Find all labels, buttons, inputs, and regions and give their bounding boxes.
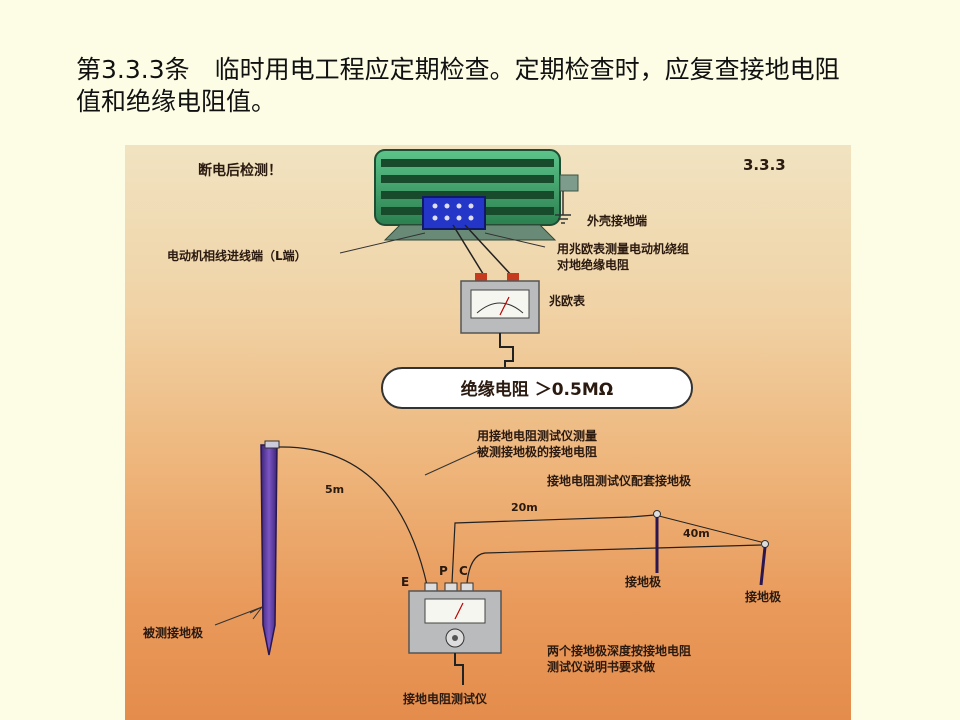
megger-output-wire	[499, 333, 514, 375]
auxiliary-ground-rod-1	[653, 510, 661, 573]
distance-40m: 40m	[683, 527, 710, 540]
terminal-p-label: P	[439, 564, 448, 578]
diagram-panel: 断电后检测！ 3.3.3 外壳接地端 电动机相线进线端（L端） 用兆欧表测量电动…	[125, 145, 851, 720]
leader-line	[339, 232, 426, 254]
p-lead-wire	[451, 514, 656, 584]
megger-lead	[452, 224, 486, 278]
tester-note-line-1: 用接地电阻测试仪测量	[476, 428, 597, 443]
leader-line	[424, 449, 481, 476]
e-lead-wire	[278, 446, 432, 591]
insulation-result-bubble	[381, 367, 693, 409]
insulation-result-text: 绝缘电阻 ＞0.5MΩ	[461, 379, 613, 400]
section-number: 3.3.3	[743, 156, 786, 174]
leader-line	[484, 232, 546, 248]
terminal-e-label: E	[401, 575, 409, 589]
article-heading: 第3.3.3条 临时用电工程应定期检查。定期检查时，应复查接地电阻 值和绝缘电阻…	[76, 54, 916, 118]
ground-resistance-tester	[408, 582, 502, 654]
tester-label: 接地电阻测试仪	[403, 691, 488, 706]
tested-ground-rod	[260, 440, 280, 656]
matching-rods-label: 接地电阻测试仪配套接地极	[547, 473, 692, 488]
megger-lead	[464, 224, 514, 278]
tested-rod-label: 被测接地极	[143, 625, 204, 640]
motor-terminal-label: 电动机相线进线端（L端）	[167, 248, 307, 263]
c-lead-wire	[466, 544, 762, 584]
depth-note-line-2: 测试仪说明书要求做	[547, 659, 656, 674]
megger-note-line-1: 用兆欧表测量电动机绕组	[556, 241, 689, 256]
tester-note-line-2: 被测接地极的接地电阻	[477, 444, 597, 459]
case-ground-label: 外壳接地端	[587, 213, 647, 228]
case-ground-symbol	[555, 191, 571, 224]
notice-label: 断电后检测！	[198, 162, 282, 179]
megger-label: 兆欧表	[549, 293, 586, 308]
terminal-box	[422, 196, 486, 230]
auxiliary-rod-1-label: 接地极	[625, 574, 662, 589]
heading-line-1: 第3.3.3条 临时用电工程应定期检查。定期检查时，应复查接地电阻	[76, 55, 840, 84]
auxiliary-ground-rod-2	[759, 540, 769, 586]
terminal-c-label: C	[459, 564, 468, 578]
inspection-diagram: 断电后检测！ 3.3.3 外壳接地端 电动机相线进线端（L端） 用兆欧表测量电动…	[143, 149, 786, 706]
rod-spacing-line	[654, 514, 766, 544]
heading-line-2: 值和绝缘电阻值。	[76, 87, 277, 116]
distance-20m: 20m	[511, 501, 538, 514]
distance-5m: 5m	[325, 483, 344, 496]
leader-line	[214, 606, 263, 626]
tester-output-wire	[454, 653, 464, 685]
auxiliary-rod-2-label: 接地极	[745, 589, 782, 604]
depth-note-line-1: 两个接地极深度按接地电阻	[547, 643, 691, 658]
megger-instrument	[460, 273, 540, 334]
megger-note-line-2: 对地绝缘电阻	[557, 257, 629, 272]
